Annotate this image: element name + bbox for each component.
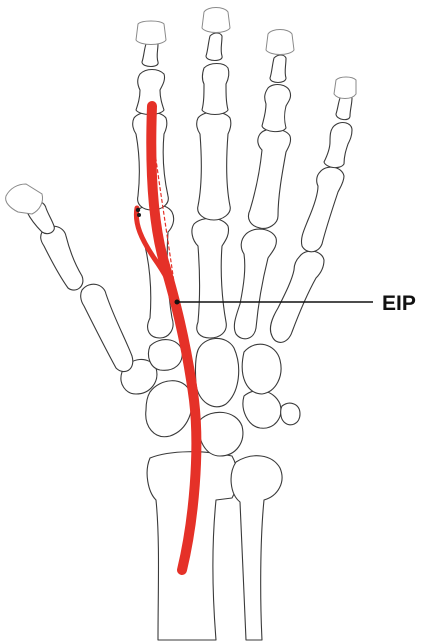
eip-label: EIP [382,292,416,315]
ring-distal-phalanx [270,55,286,83]
capitate-bone [195,338,238,406]
index-fingernail [136,21,166,45]
ring-fingernail [266,30,294,55]
ulna-bone [231,456,282,640]
forearm-bones [147,452,282,640]
little-middle-phalanx [324,123,352,168]
middle-finger-bones [192,8,231,339]
ring-metacarpal [234,229,276,339]
trapezoid-bone [148,340,182,371]
triquetrum-bone [243,390,281,428]
little-metacarpal [270,251,324,342]
thumb-metacarpal [81,284,133,371]
middle-fingernail [202,8,230,33]
hamate-bone [242,344,281,394]
pisiform-bone [281,403,300,425]
thumb-nail [6,184,43,214]
scaphoid-bone [146,381,192,437]
middle-middle-phalanx [202,64,229,115]
tendon-marker-dot [136,208,140,212]
tendon-marker-dot [137,213,141,217]
carpal-bones [121,338,300,456]
ring-middle-phalanx [262,85,291,132]
lunate-bone [199,412,243,456]
ring-proximal-phalanx [248,129,290,228]
little-proximal-phalanx [301,167,344,252]
middle-proximal-phalanx [197,112,231,220]
thumb-proximal-phalanx [41,226,83,290]
little-fingernail [334,77,356,99]
middle-metacarpal [192,218,229,338]
middle-distal-phalanx [206,33,222,61]
thumb-bones [6,184,133,372]
